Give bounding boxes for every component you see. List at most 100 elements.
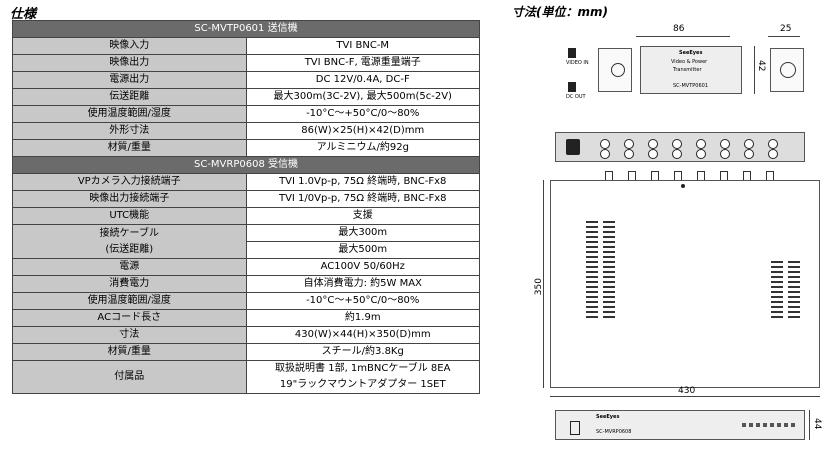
spec-value: 430(W)×44(H)×350(D)mm <box>245 326 480 344</box>
table-row: 材質/重量アルミニウム/約92g <box>12 139 480 157</box>
cable-label: 接続ケーブル (伝送距離) <box>12 224 247 259</box>
bnc-port-icon <box>600 139 610 149</box>
video-in-label: VIDEO IN <box>566 60 589 66</box>
bnc-port-icon <box>696 149 706 159</box>
bnc-port-icon <box>744 149 754 159</box>
power-switch-icon <box>570 421 580 435</box>
spec-label: 材質/重量 <box>12 139 247 157</box>
led-indicator <box>784 423 788 427</box>
spec-label: 寸法 <box>12 326 247 344</box>
rx-model-label: SC-MVRP0608 <box>596 429 632 435</box>
section-title: SC-MVRP0608 受信機 <box>12 156 480 174</box>
transmitter-drawing: 86 25 VIDEO IN DC OUT SeeEyes Video & Po… <box>560 20 830 110</box>
bnc-port-icon <box>744 139 754 149</box>
spec-label: 伝送距離 <box>12 88 247 106</box>
transmitter-side-view <box>598 48 632 92</box>
cable-label-line2: (伝送距離) <box>105 243 154 255</box>
spec-value: 支援 <box>245 207 480 225</box>
power-inlet-icon <box>566 139 580 155</box>
tx-line1-label: Video & Power <box>671 59 708 65</box>
receiver-rear-panel <box>555 132 805 162</box>
led-indicator <box>763 423 767 427</box>
bnc-connector-icon <box>568 48 576 58</box>
transmitter-top-view: SeeEyes Video & Power Transmitter SC-MVT… <box>640 46 742 94</box>
bnc-port-icon <box>720 149 730 159</box>
spec-label: 電源 <box>12 258 247 276</box>
cable-row: 接続ケーブル (伝送距離) 最大300m <box>12 224 480 259</box>
spec-value: アルミニウム/約92g <box>245 139 480 157</box>
table-row: UTC機能支援 <box>12 207 480 225</box>
vent-grille <box>586 221 598 321</box>
spec-label: 使用温度範囲/湿度 <box>12 292 247 310</box>
table-row: ACコード長さ約1.9m <box>12 309 480 327</box>
spec-value: 最大300m <box>245 224 480 242</box>
table-row: 使用温度範囲/湿度-10°C～+50°C/0～80% <box>12 292 480 310</box>
table-row: 材質/重量スチール/約3.8Kg <box>12 343 480 361</box>
bnc-port-icon <box>768 149 778 159</box>
spec-value: -10°C～+50°C/0～80% <box>245 105 480 123</box>
dim-430: 430 <box>678 386 696 396</box>
led-indicator <box>777 423 781 427</box>
bnc-port-icon <box>768 139 778 149</box>
spec-value: 約1.9m <box>245 309 480 327</box>
spec-label: 映像出力接続端子 <box>12 190 247 208</box>
table-row: 消費電力自体消費電力: 約5W MAX <box>12 275 480 293</box>
spec-label: 消費電力 <box>12 275 247 293</box>
receiver-top-view: 350 430 <box>530 168 820 398</box>
accessories-line2: 19"ラックマウントアダプター 1SET <box>279 379 446 390</box>
spec-value: DC 12V/0.4A, DC-F <box>245 71 480 89</box>
dim-86: 86 <box>673 24 685 34</box>
tx-line2-label: Transmitter <box>673 67 702 73</box>
spec-value: 86(W)×25(H)×42(D)mm <box>245 122 480 140</box>
spec-heading: 仕様 <box>10 7 37 22</box>
spec-value: スチール/約3.8Kg <box>245 343 480 361</box>
table-row: 伝送距離最大300m(3C-2V), 最大500m(5c-2V) <box>12 88 480 106</box>
tx-model-label: SC-MVTP0601 <box>673 83 708 89</box>
bnc-port-icon <box>672 149 682 159</box>
dim-25: 25 <box>780 24 792 34</box>
spec-label: 映像出力 <box>12 54 247 72</box>
table-row: 使用温度範囲/湿度-10°C～+50°C/0～80% <box>12 105 480 123</box>
transmitter-section-row: SC-MVTP0601 送信機 <box>12 20 480 38</box>
led-indicator <box>770 423 774 427</box>
spec-label: 使用温度範囲/湿度 <box>12 105 247 123</box>
cable-label-line1: 接続ケーブル <box>99 227 159 239</box>
spec-label: 付属品 <box>12 360 247 394</box>
spec-value: -10°C～+50°C/0～80% <box>245 292 480 310</box>
spec-label: 電源出力 <box>12 71 247 89</box>
led-indicator <box>749 423 753 427</box>
spec-value: 最大500m <box>245 241 480 259</box>
spec-value: 最大300m(3C-2V), 最大500m(5c-2V) <box>245 88 480 106</box>
led-indicator <box>791 423 795 427</box>
dimensions-heading: 寸法(単位：mm) <box>512 5 608 19</box>
vent-grille <box>788 261 800 321</box>
dc-out-label: DC OUT <box>566 94 586 100</box>
receiver-front-panel: SeeEyes SC-MVRP0608 <box>555 410 805 440</box>
led-indicator <box>742 423 746 427</box>
spec-label: UTC機能 <box>12 207 247 225</box>
bnc-port-icon <box>648 149 658 159</box>
spec-value: AC100V 50/60Hz <box>245 258 480 276</box>
dim-44: 44 <box>812 418 822 430</box>
led-indicator <box>756 423 760 427</box>
bnc-port-icon <box>648 139 658 149</box>
dc-connector-icon <box>568 82 576 92</box>
spec-value: TVI BNC-M <box>245 37 480 55</box>
section-title: SC-MVTP0601 送信機 <box>12 20 480 38</box>
bnc-port-icon <box>720 139 730 149</box>
dim-42: 42 <box>756 60 766 72</box>
tx-brand-label: SeeEyes <box>679 50 703 56</box>
vent-grille <box>603 221 615 321</box>
receiver-section-row: SC-MVRP0608 受信機 <box>12 156 480 174</box>
transmitter-end-view <box>770 48 804 92</box>
